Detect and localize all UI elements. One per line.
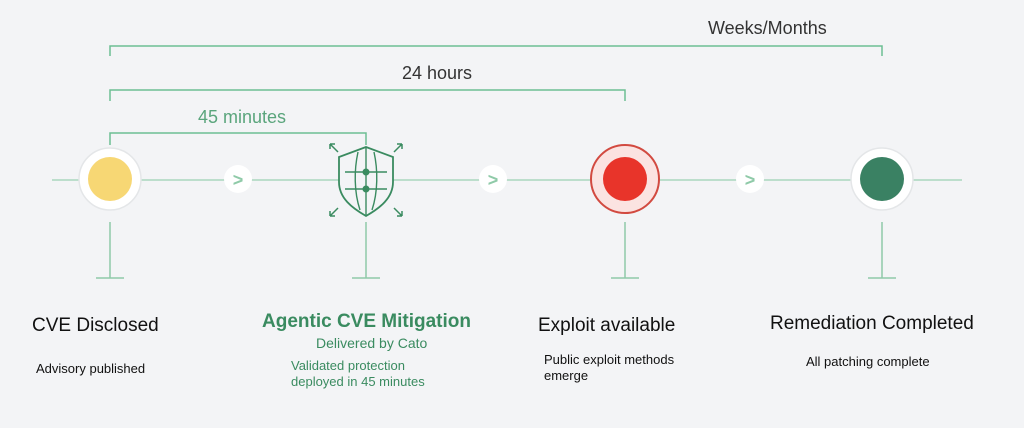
stage-desc-line-1: Public exploit methods — [544, 352, 675, 367]
connector-3: > — [736, 165, 764, 193]
stage-desc-line-2: emerge — [544, 368, 589, 383]
stage-desc-cve-disclosed: Advisory published — [36, 361, 146, 376]
exploit-available-marker — [590, 144, 660, 214]
stems — [96, 222, 896, 279]
remediation-completed-marker — [850, 147, 914, 211]
chevron-right-icon: > — [745, 170, 756, 190]
connector-1: > — [224, 165, 252, 193]
stage-desc-remediation-completed: All patching complete — [806, 354, 930, 369]
stage-desc-line-1: Validated protection — [291, 358, 405, 373]
bracket-45-minutes — [109, 132, 367, 145]
cve-disclosed-marker — [78, 147, 142, 211]
span-label-24-hours: 24 hours — [402, 63, 473, 83]
stage-title-exploit-available: Exploit available — [538, 315, 676, 336]
stage-title-agentic-mitigation: Agentic CVE Mitigation — [262, 311, 471, 332]
stage-subtitle-delivered-by-cato: Delivered by Cato — [316, 335, 428, 351]
stage-title-cve-disclosed: CVE Disclosed — [32, 315, 159, 336]
chevron-right-icon: > — [488, 170, 499, 190]
chevron-right-icon: > — [233, 170, 244, 190]
stage-desc-line-2: deployed in 45 minutes — [291, 374, 425, 389]
span-label-45-minutes: 45 minutes — [198, 107, 287, 127]
expand-arrows-icon — [329, 143, 403, 217]
bracket-24-hours — [109, 89, 626, 101]
span-label-weeks-months: Weeks/Months — [708, 18, 827, 38]
connector-2: > — [479, 165, 507, 193]
stage-title-remediation-completed: Remediation Completed — [770, 313, 974, 334]
bracket-weeks-months — [109, 45, 883, 56]
shield-icon — [329, 143, 403, 218]
